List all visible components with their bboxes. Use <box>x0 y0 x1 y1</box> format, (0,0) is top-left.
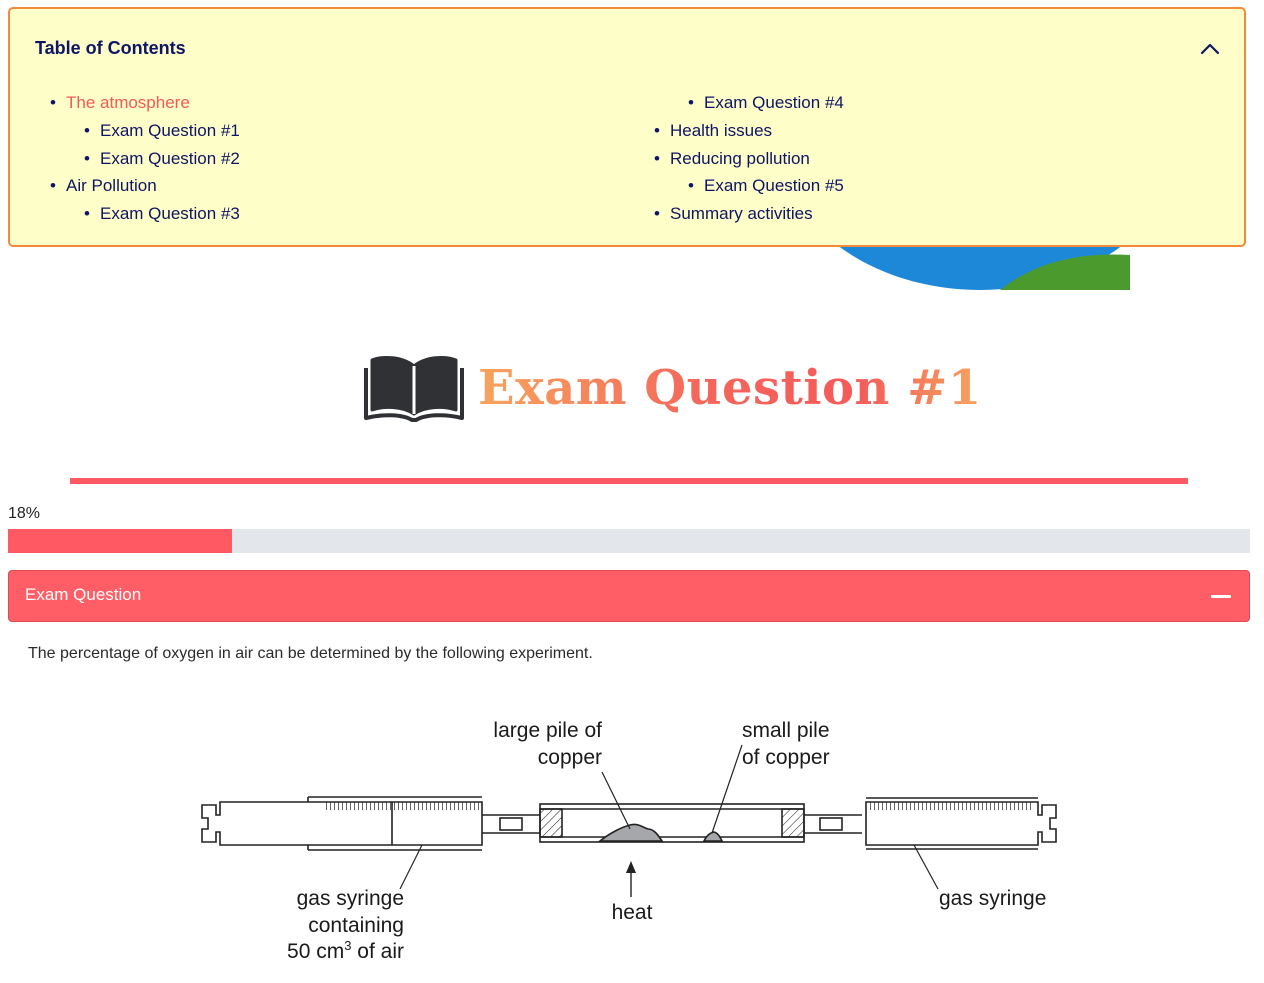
toc-item-exam-question-4[interactable]: Exam Question #4 <box>688 89 844 117</box>
heat-arrow-icon <box>626 861 636 873</box>
progress-bar <box>8 529 1250 553</box>
label-large-pile-1: large pile of <box>493 719 602 742</box>
table-of-contents: Table of Contents The atmosphere Exam Qu… <box>8 7 1246 247</box>
label-left-syringe-3: 50 cm3 of air <box>287 938 404 963</box>
accordion-title: Exam Question <box>25 585 142 604</box>
label-large-pile-2: copper <box>538 746 602 769</box>
right-gas-syringe <box>865 797 1057 850</box>
left-gas-syringe <box>201 796 540 851</box>
toc-item-exam-question-1[interactable]: Exam Question #1 <box>84 117 240 145</box>
minus-icon[interactable] <box>1211 595 1231 598</box>
chevron-up-icon[interactable] <box>1198 37 1222 61</box>
label-right-syringe: gas syringe <box>939 887 1046 910</box>
toc-item-exam-question-5[interactable]: Exam Question #5 <box>688 172 844 200</box>
toc-item-the-atmosphere[interactable]: The atmosphere <box>50 89 240 117</box>
experiment-diagram: large pile of copper small pile of coppe… <box>190 705 1070 975</box>
section-title: Exam Question #1 <box>478 360 982 416</box>
toc-item-air-pollution[interactable]: Air Pollution <box>50 172 240 200</box>
toc-column-1: The atmosphere Exam Question #1 Exam Que… <box>50 89 240 228</box>
progress-bar-fill <box>8 529 232 553</box>
label-heat: heat <box>612 901 653 924</box>
exam-question-accordion-header[interactable]: Exam Question <box>8 570 1250 622</box>
label-small-pile-2: of copper <box>742 746 830 769</box>
section-heading: Exam Question #1 <box>364 352 982 424</box>
toc-title: Table of Contents <box>35 38 186 58</box>
label-left-syringe-1: gas syringe <box>297 887 404 910</box>
question-text: The percentage of oxygen in air can be d… <box>28 645 593 662</box>
toc-column-2: Exam Question #4 Health issues Reducing … <box>654 89 844 228</box>
toc-item-exam-question-2[interactable]: Exam Question #2 <box>84 145 240 173</box>
toc-item-health-issues[interactable]: Health issues <box>654 117 844 145</box>
heading-divider <box>70 478 1188 484</box>
combustion-tube <box>539 803 862 843</box>
toc-item-reducing-pollution[interactable]: Reducing pollution <box>654 145 844 173</box>
label-left-syringe-2: containing <box>308 914 404 937</box>
open-book-icon <box>364 352 464 424</box>
toc-item-exam-question-3[interactable]: Exam Question #3 <box>84 200 240 228</box>
toc-item-summary-activities[interactable]: Summary activities <box>654 200 844 228</box>
label-small-pile-1: small pile <box>742 719 830 742</box>
progress-label: 18% <box>8 505 41 522</box>
